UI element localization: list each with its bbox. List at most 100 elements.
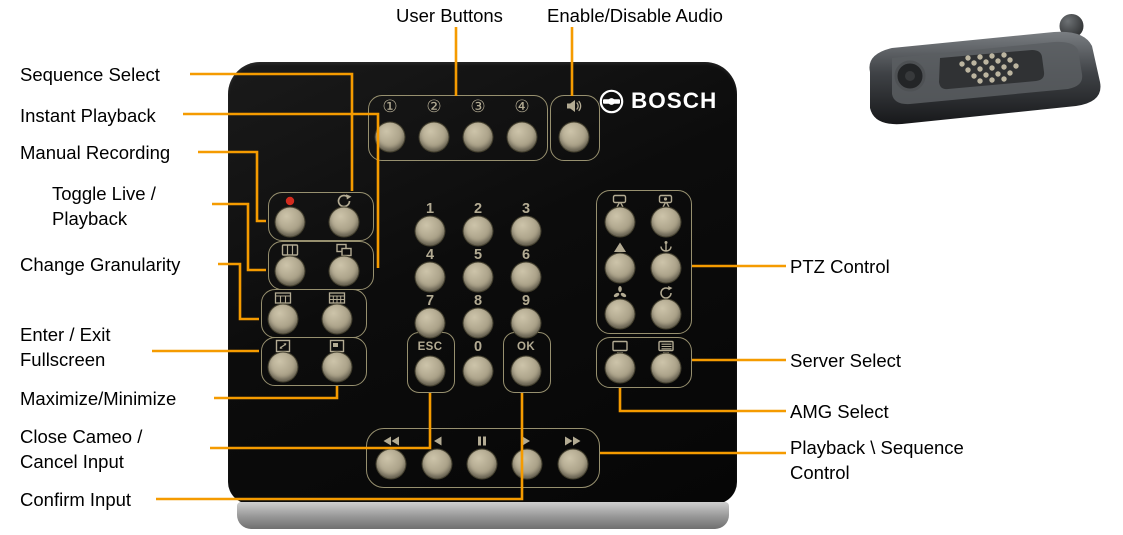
- digit-1-label: 1: [425, 201, 435, 217]
- label-playback-sequence-control: Playback \ Sequence Control: [790, 437, 964, 483]
- digit-4-label: 4: [425, 247, 435, 263]
- esc-button: [415, 356, 445, 386]
- label-user-buttons: User Buttons: [396, 5, 503, 26]
- monitor-select-group: [596, 337, 692, 388]
- speaker-icon: [566, 99, 582, 113]
- user-button-4-label: ④: [514, 97, 530, 116]
- product-photo-illustration: [869, 14, 1101, 125]
- label-instant-playback: Instant Playback: [20, 105, 156, 126]
- iris-icon: [659, 241, 674, 254]
- digit-5-label: 5: [473, 247, 483, 263]
- maximize-window-icon: [329, 339, 345, 353]
- server-list-icon: [658, 340, 675, 354]
- digit-1-button: [415, 216, 445, 246]
- keypad-keys: [959, 52, 1019, 84]
- user-button-2: [419, 122, 449, 152]
- ptz-pan-button: [651, 207, 681, 237]
- digit-4-button: [415, 262, 445, 292]
- user-button-1-label: ①: [382, 97, 398, 116]
- bosch-logo-icon: [599, 89, 624, 113]
- jog-dial-icon: [894, 60, 926, 92]
- digit-3-label: 3: [521, 201, 531, 217]
- digit-9-label: 9: [521, 293, 531, 309]
- server-select-button: [651, 353, 681, 383]
- iris-open-icon: [613, 286, 628, 301]
- audio-button: [559, 122, 589, 152]
- label-enter-exit-fullscreen: Enter / Exit Fullscreen: [20, 324, 111, 370]
- digit-0-label: 0: [473, 339, 483, 355]
- fullscreen-group: [261, 337, 367, 386]
- user-button-3: [463, 122, 493, 152]
- fast-forward-icon: [564, 436, 582, 447]
- ptz-rotate-button: [651, 299, 681, 329]
- digit-6-label: 6: [521, 247, 531, 263]
- label-enable-disable-audio: Enable/Disable Audio: [547, 5, 723, 26]
- digit-2-label: 2: [473, 201, 483, 217]
- granularity-fine-button: [322, 304, 352, 334]
- amg-select-button: [605, 353, 635, 383]
- user-button-4: [507, 122, 537, 152]
- label-maximize-minimize: Maximize/Minimize: [20, 388, 177, 409]
- label-sequence-select: Sequence Select: [20, 64, 160, 85]
- maximize-minimize-button: [322, 352, 352, 382]
- fast-forward-button: [558, 449, 588, 479]
- brand: BOSCH: [599, 88, 717, 114]
- label-amg-select: AMG Select: [790, 401, 889, 422]
- instant-playback-button: [329, 256, 359, 286]
- toggle-live-playback-button: [275, 256, 305, 286]
- digit-2-button: [463, 216, 493, 246]
- digit-5-button: [463, 262, 493, 292]
- rotate-icon: [659, 286, 674, 301]
- film-strip-icon: [281, 244, 299, 256]
- pause-button: [467, 449, 497, 479]
- camera-pan-icon: [658, 194, 675, 208]
- digit-7-label: 7: [425, 293, 435, 309]
- ok-button: [511, 356, 541, 386]
- rewind-button: [376, 449, 406, 479]
- ptz-iris-button: [651, 253, 681, 283]
- fullscreen-arrow-icon: [275, 339, 291, 353]
- label-change-granularity: Change Granularity: [20, 254, 181, 275]
- manual-recording-button: [275, 207, 305, 237]
- user-button-1: [375, 122, 405, 152]
- play-backward-icon: [431, 436, 443, 447]
- product-photo: [848, 8, 1108, 136]
- play-backward-button: [422, 449, 452, 479]
- granularity-coarse-button: [268, 304, 298, 334]
- label-ptz-control: PTZ Control: [790, 256, 890, 277]
- user-button-2-label: ②: [426, 97, 442, 116]
- grid-fine-icon: [328, 292, 346, 304]
- digit-6-button: [511, 262, 541, 292]
- label-confirm-input: Confirm Input: [20, 489, 132, 510]
- user-button-3-label: ③: [470, 97, 486, 116]
- label-server-select: Server Select: [790, 350, 902, 371]
- focus-icon: [613, 241, 628, 253]
- digit-8-label: 8: [473, 293, 483, 309]
- record-dot-icon: [285, 196, 295, 206]
- label-close-cameo: Close Cameo / Cancel Input: [20, 426, 143, 472]
- sequence-loop-icon: [336, 194, 353, 208]
- digit-8-button: [463, 308, 493, 338]
- digit-9-button: [511, 308, 541, 338]
- pause-icon: [477, 436, 488, 447]
- camera-tilt-icon: [612, 194, 629, 208]
- esc-label: ESC: [417, 341, 443, 353]
- monitor-icon: [612, 340, 629, 354]
- overlap-windows-icon: [336, 243, 352, 257]
- sequence-select-button: [329, 207, 359, 237]
- digit-7-button: [415, 308, 445, 338]
- ok-label: OK: [516, 341, 536, 353]
- audio-group: [550, 95, 600, 161]
- label-manual-recording: Manual Recording: [20, 142, 171, 163]
- grid-coarse-icon: [274, 292, 292, 304]
- ptz-tilt-button: [605, 207, 635, 237]
- brand-name: BOSCH: [631, 88, 718, 113]
- digit-0-button: [463, 356, 493, 386]
- play-button: [512, 449, 542, 479]
- ptz-aperture-button: [605, 299, 635, 329]
- label-toggle-live-playback: Toggle Live / Playback: [52, 183, 156, 229]
- fullscreen-button: [268, 352, 298, 382]
- ptz-focus-button: [605, 253, 635, 283]
- digit-3-button: [511, 216, 541, 246]
